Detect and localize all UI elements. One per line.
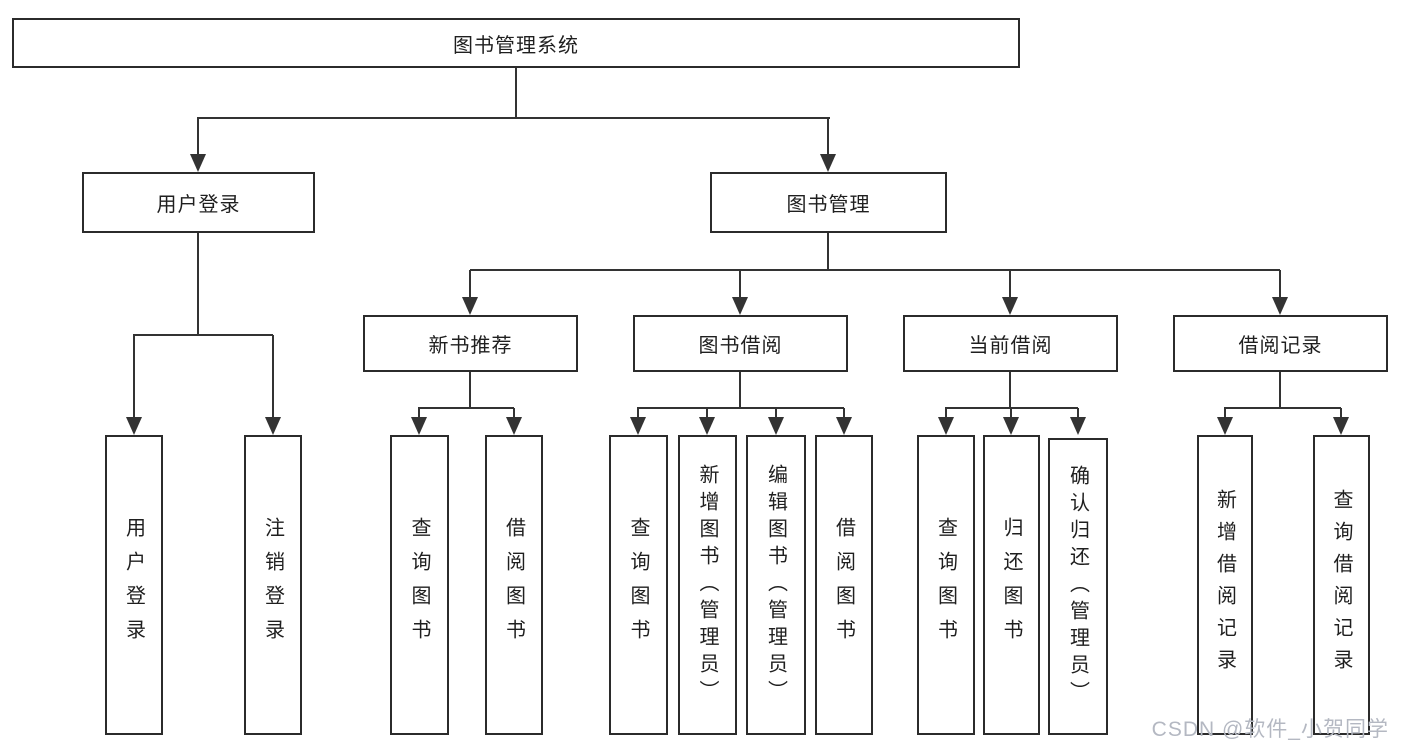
connector-stem — [1340, 408, 1342, 419]
node-borrow-books-recommend: 借阅图书 — [485, 435, 543, 735]
arrow-down-icon — [630, 417, 646, 435]
connector-root-drop — [515, 68, 517, 118]
node-label: 图书管理系统 — [453, 34, 579, 57]
node-add-books-admin: 新增图书（管理员） — [678, 435, 737, 735]
connector-book-borrow-rail — [637, 407, 844, 409]
connector-stem — [272, 335, 274, 419]
arrow-down-icon — [1333, 417, 1349, 435]
node-book-management: 图书管理 — [710, 172, 947, 233]
node-user-login-leaf: 用户登录 — [105, 435, 163, 735]
connector-book-borrow-drop — [739, 372, 741, 408]
arrow-down-icon — [126, 417, 142, 435]
arrow-down-icon — [1272, 297, 1288, 315]
node-current-borrowing: 当前借阅 — [903, 315, 1118, 372]
node-label: 新增借阅记录 — [1213, 489, 1236, 681]
node-query-books-recommend: 查询图书 — [390, 435, 449, 735]
node-label: 借阅图书 — [832, 517, 855, 653]
node-new-book-recommendation: 新书推荐 — [363, 315, 578, 372]
arrow-down-icon — [1070, 417, 1086, 435]
node-label: 新增图书（管理员） — [696, 463, 718, 707]
node-label: 图书管理 — [786, 194, 871, 216]
connector-stem — [469, 270, 471, 299]
arrow-down-icon — [836, 417, 852, 435]
csdn-watermark: CSDN @软件_小贺同学 — [1151, 718, 1389, 741]
node-add-borrow-record: 新增借阅记录 — [1197, 435, 1253, 735]
node-user-login: 用户登录 — [82, 172, 315, 233]
node-borrow-books-leaf: 借阅图书 — [815, 435, 873, 735]
arrow-down-icon — [1003, 417, 1019, 435]
node-label: 注销登录 — [261, 517, 284, 653]
arrow-down-icon — [699, 417, 715, 435]
arrow-down-icon — [1002, 297, 1018, 315]
connector-stem — [418, 408, 420, 419]
node-label: 查询图书 — [408, 517, 430, 653]
connector-borrow-records-drop — [1279, 372, 1281, 408]
node-label: 用户登录 — [122, 517, 145, 653]
connector-stem — [1077, 408, 1079, 419]
connector-stem — [843, 408, 845, 419]
connector-new-books-rail — [418, 407, 514, 409]
arrow-down-icon — [265, 417, 281, 435]
arrow-down-icon — [411, 417, 427, 435]
node-query-borrow-record: 查询借阅记录 — [1313, 435, 1370, 735]
connector-new-books-drop — [469, 372, 471, 408]
connector-current-borrow-drop — [1009, 372, 1011, 408]
node-return-books: 归还图书 — [983, 435, 1040, 735]
node-label: 编辑图书（管理员） — [764, 463, 787, 707]
connector-stem — [1010, 408, 1012, 419]
connector-level3-rail — [470, 269, 1280, 271]
node-label: 用户登录 — [156, 194, 241, 216]
node-label: 确认归还（管理员） — [1066, 465, 1089, 708]
connector-borrow-records-rail — [1224, 407, 1341, 409]
node-label: 查询借阅记录 — [1330, 489, 1352, 681]
connector-stem-user-login — [197, 118, 199, 156]
connector-stem — [1224, 408, 1226, 419]
node-label: 借阅记录 — [1238, 335, 1323, 357]
arrow-down-icon — [506, 417, 522, 435]
node-label: 查询图书 — [627, 517, 649, 653]
connector-user-login-drop — [197, 233, 199, 335]
arrow-down-icon — [820, 154, 836, 172]
node-confirm-return-admin: 确认归还（管理员） — [1048, 438, 1108, 735]
connector-stem-book-mgmt — [827, 118, 829, 156]
node-label: 查询图书 — [934, 517, 957, 653]
node-label: 归还图书 — [1000, 517, 1022, 653]
connector-level2-rail — [197, 117, 830, 119]
node-library-management-system: 图书管理系统 — [12, 18, 1020, 68]
connector-stem — [945, 408, 947, 419]
arrow-down-icon — [938, 417, 954, 435]
connector-stem — [513, 408, 515, 419]
node-borrowing-records: 借阅记录 — [1173, 315, 1388, 372]
node-book-borrowing: 图书借阅 — [633, 315, 848, 372]
connector-book-mgmt-drop — [827, 233, 829, 270]
connector-stem — [775, 408, 777, 419]
arrow-down-icon — [462, 297, 478, 315]
node-label: 借阅图书 — [502, 517, 525, 653]
arrow-down-icon — [190, 154, 206, 172]
node-label: 新书推荐 — [428, 335, 513, 357]
node-logout: 注销登录 — [244, 435, 302, 735]
connector-stem — [133, 335, 135, 419]
node-label: 图书借阅 — [698, 335, 783, 357]
arrow-down-icon — [732, 297, 748, 315]
node-label: 当前借阅 — [968, 335, 1053, 357]
connector-stem — [637, 408, 639, 419]
node-edit-books-admin: 编辑图书（管理员） — [746, 435, 806, 735]
arrow-down-icon — [1217, 417, 1233, 435]
arrow-down-icon — [768, 417, 784, 435]
node-query-books-borrow: 查询图书 — [609, 435, 668, 735]
connector-stem — [1279, 270, 1281, 299]
connector-stem — [706, 408, 708, 419]
connector-user-login-rail — [133, 334, 273, 336]
connector-stem — [1009, 270, 1011, 299]
connector-stem — [739, 270, 741, 299]
node-query-books-current: 查询图书 — [917, 435, 975, 735]
